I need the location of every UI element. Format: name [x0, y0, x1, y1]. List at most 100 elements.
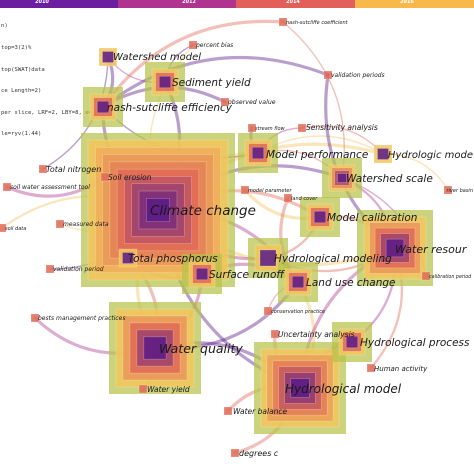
node-river-basin[interactable]: [443, 185, 453, 195]
node-sediment-yield[interactable]: [145, 62, 185, 102]
node-label-stream-flow: stream flow: [255, 126, 286, 132]
node-ring: [30, 313, 40, 323]
node-ring: [146, 198, 170, 222]
node-conservation-practice[interactable]: [263, 306, 273, 316]
node-hydrological-process[interactable]: [332, 322, 372, 362]
node-label-validation-periods: validation periods: [331, 72, 385, 79]
node-water-quality[interactable]: [109, 302, 201, 394]
timeline-label-2016: 2016: [400, 0, 414, 5]
node-uncertainty-analysis[interactable]: [270, 329, 280, 339]
node-ring: [270, 329, 280, 339]
node-label-validation-period: validation period: [53, 266, 104, 273]
node-label-soil-erosion: Soil erosion: [108, 173, 152, 182]
node-label-hydrologic-model: Hydrologic mode: [388, 150, 473, 161]
node-degrees-c[interactable]: [230, 448, 240, 458]
link-nash-sutcliffe-coefficient-watershed-scale: [282, 21, 345, 179]
node-water-balance[interactable]: [223, 406, 233, 416]
node-ring: [366, 363, 376, 373]
node-label-watershed-model: Watershed model: [113, 52, 201, 63]
node-label-model-calibration: Model calibration: [327, 212, 417, 224]
node-model-calibration[interactable]: [300, 197, 340, 237]
node-ring: [0, 223, 7, 233]
node-soil-water-assessment-tool[interactable]: [2, 182, 12, 192]
link-nash-sutcliffe-efficiency-nash-sutcliffe-coefficient: [101, 19, 285, 109]
node-ring: [38, 164, 48, 174]
timeline-label-2010: 2010: [35, 0, 49, 5]
node-percent-bias[interactable]: [188, 40, 198, 50]
node-label-water-quality: Water quality: [159, 341, 243, 356]
timeline-bar: 2010 2012 2014 2016: [0, 0, 474, 8]
node-stream-flow[interactable]: [247, 123, 257, 133]
node-land-use-change[interactable]: [278, 262, 318, 302]
node-hydrological-model[interactable]: [254, 342, 346, 434]
node-ring: [337, 173, 347, 183]
node-label-land-use-change: Land use change: [306, 277, 396, 289]
node-ring: [223, 406, 233, 416]
node-measured-data[interactable]: [55, 219, 65, 229]
node-model-parameter[interactable]: [240, 185, 250, 195]
node-ring: [220, 97, 230, 107]
node-water-resources[interactable]: [357, 210, 433, 286]
node-label-nash-sutcliffe-coefficient: nash-sutcliffe coefficient: [286, 20, 349, 26]
timeline-segment-2014: 2014: [236, 0, 355, 8]
node-ring: [323, 70, 333, 80]
node-human-activity[interactable]: [366, 363, 376, 373]
timeline-label-2014: 2014: [286, 0, 300, 5]
info-line: top=3(2)%: [1, 45, 32, 52]
node-label-percent-bias: percent bias: [195, 42, 233, 49]
node-best-management-practices[interactable]: [30, 313, 40, 323]
node-validation-periods[interactable]: [323, 70, 333, 80]
node-calibration-period[interactable]: [421, 271, 431, 281]
node-sensitivity-analysis[interactable]: [297, 123, 307, 133]
node-label-hydrological-process: Hydrological process: [360, 337, 470, 349]
info-line: ce Length=2): [1, 88, 42, 95]
node-label-uncertainty-analysis: Uncertainty analysis: [278, 330, 355, 339]
node-label-river-basin: river basin: [446, 188, 473, 194]
node-label-model-parameter: model parameter: [248, 188, 292, 194]
node-soil-data[interactable]: [0, 223, 7, 233]
node-label-surface-runoff: Surface runoff: [209, 269, 285, 281]
timeline-segment-2016: 2016: [355, 0, 474, 8]
node-ring: [345, 335, 359, 349]
node-total-phosphorus[interactable]: [118, 248, 138, 268]
node-label-water-yield: Water yield: [147, 385, 190, 394]
node-land-cover[interactable]: [283, 193, 293, 203]
node-soil-erosion[interactable]: [100, 172, 110, 182]
node-observed-value[interactable]: [220, 97, 230, 107]
node-label-water-balance: Water balance: [233, 407, 288, 416]
node-ring: [230, 448, 240, 458]
node-nash-sutcliffe-coefficient[interactable]: [278, 17, 288, 27]
node-model-performance[interactable]: [238, 133, 278, 173]
node-ring: [443, 185, 453, 195]
node-validation-period[interactable]: [45, 264, 55, 274]
node-label-soil-data: soil data: [5, 226, 26, 232]
node-ring: [138, 384, 148, 394]
node-ring: [290, 378, 310, 398]
node-total-nitrogen[interactable]: [38, 164, 48, 174]
node-ring: [188, 40, 198, 50]
node-label-measured-data: measured data: [63, 221, 109, 228]
node-label-watershed-scale: Watershed scale: [346, 173, 433, 185]
node-ring: [195, 267, 209, 281]
node-watershed-scale[interactable]: [322, 158, 362, 198]
node-watershed-model[interactable]: [98, 47, 118, 67]
node-ring: [251, 146, 265, 160]
node-surface-runoff[interactable]: [182, 254, 222, 294]
node-label-nash-sutcliffe-efficiency: nash-sutcliffe efficiency: [107, 102, 233, 114]
node-hydrologic-model[interactable]: [373, 144, 393, 164]
node-ring: [45, 264, 55, 274]
node-nash-sutcliffe-efficiency[interactable]: [83, 87, 123, 127]
node-ring: [385, 238, 405, 258]
node-ring: [421, 271, 431, 281]
node-label-conservation-practice: conservation practice: [271, 309, 325, 315]
node-ring: [55, 219, 65, 229]
link-nash-sutcliffe-efficiency-validation-periods: [101, 55, 330, 109]
node-ring: [283, 193, 293, 203]
node-ring: [122, 252, 134, 264]
node-label-observed-value: observed value: [228, 99, 276, 106]
node-ring: [247, 123, 257, 133]
node-label-climate-change: Climate change: [150, 203, 256, 219]
node-water-yield[interactable]: [138, 384, 148, 394]
info-line: le=ryv(1.44): [1, 131, 42, 138]
